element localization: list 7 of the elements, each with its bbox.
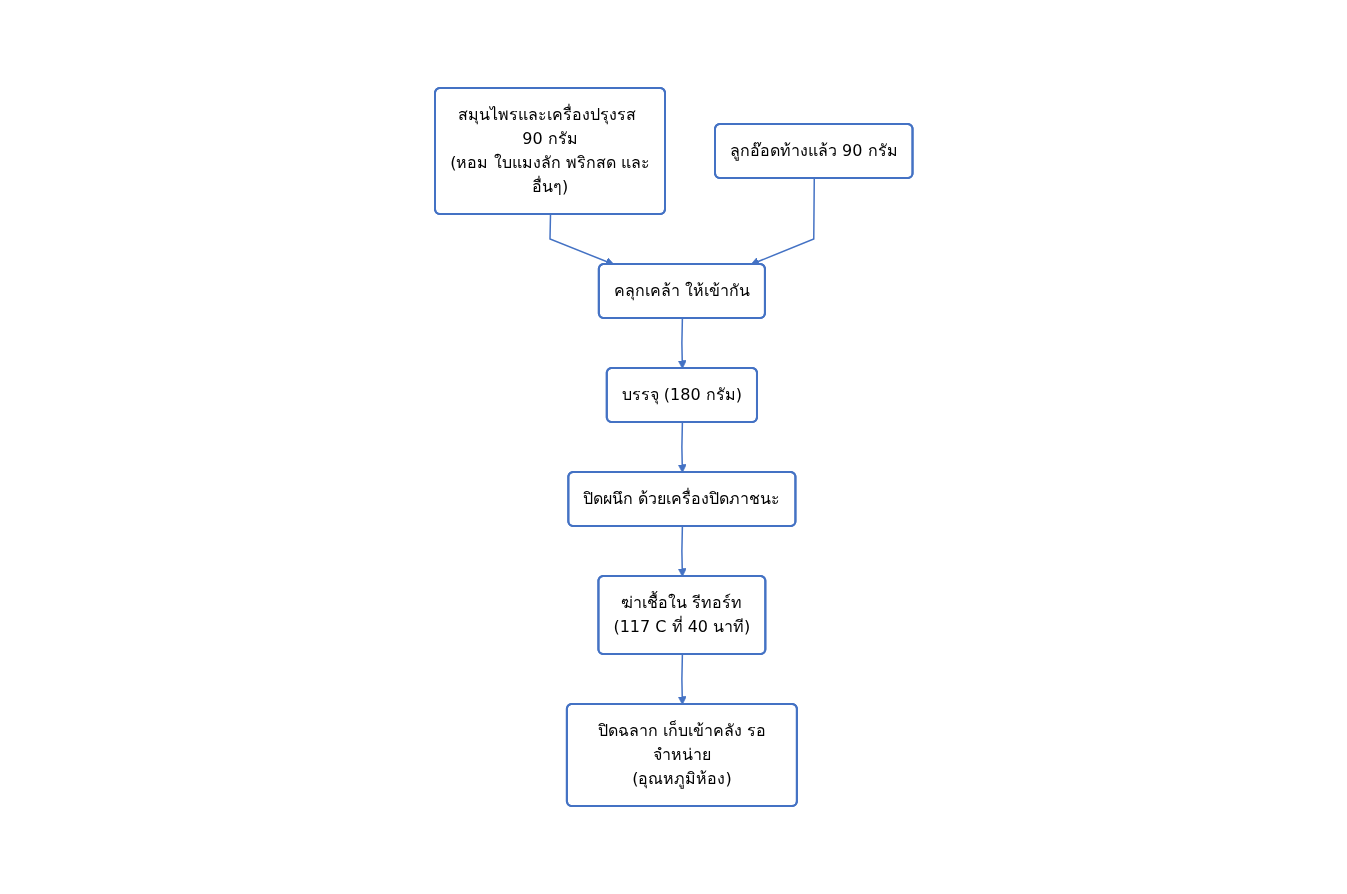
arrow [677, 421, 687, 473]
arrow [548, 213, 615, 266]
node-text: สมุนไพรและเครื่องปรุงรส 90 กรัม (หอม ใบแมงลัก พริกสด และอื่นๆ) [449, 105, 650, 196]
arrow [677, 653, 687, 705]
arrow [677, 317, 687, 369]
arrow [750, 177, 815, 266]
arrow [677, 525, 687, 577]
